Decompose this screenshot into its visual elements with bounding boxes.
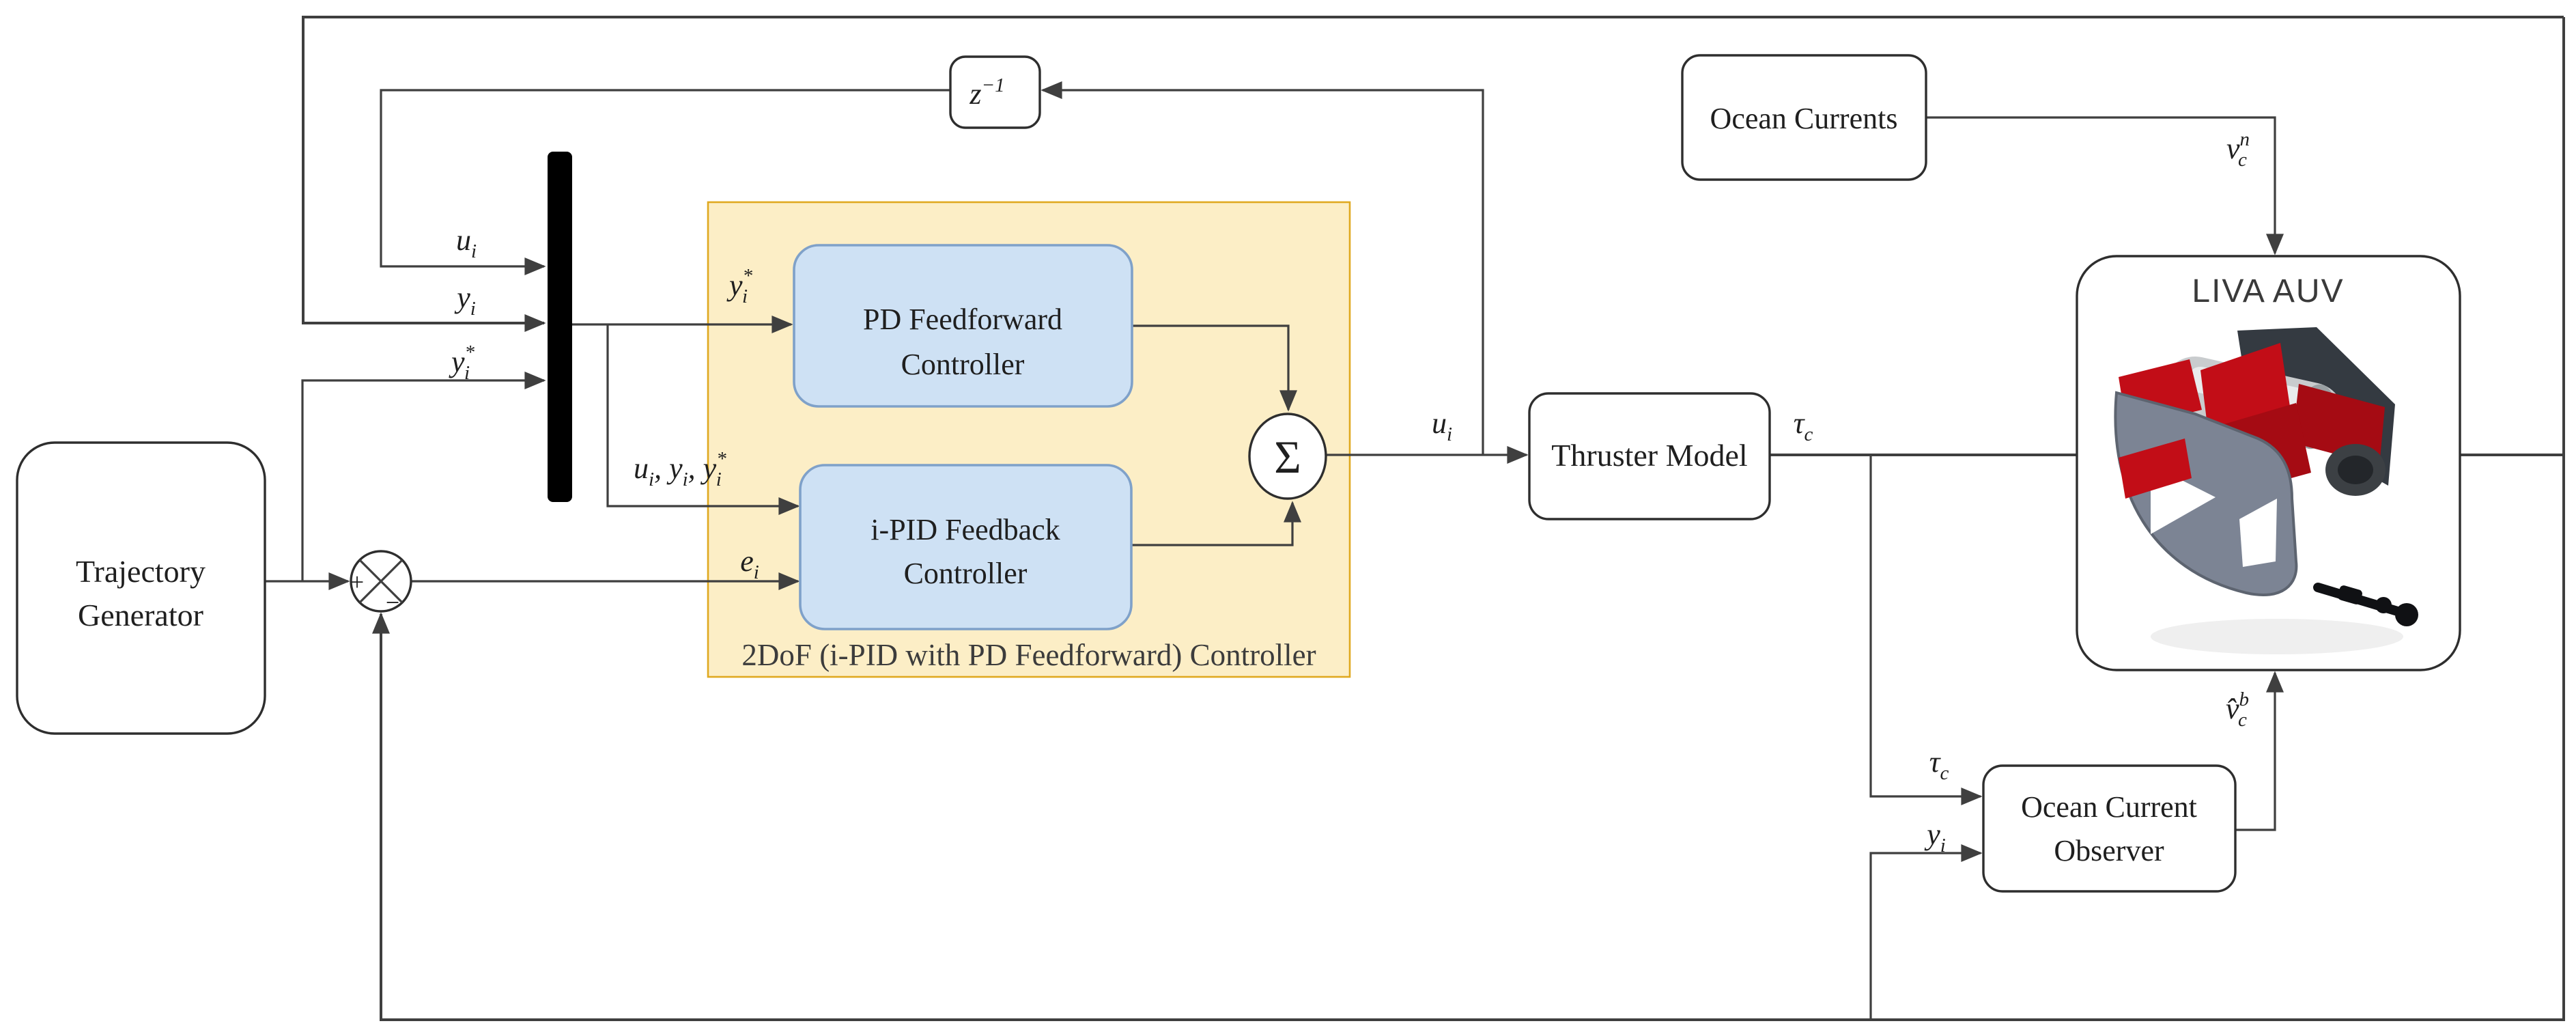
wire-delay-to-mux xyxy=(380,89,950,275)
error-junction-cross-icon xyxy=(358,559,404,604)
label-yistar-left: y*i xyxy=(449,342,475,384)
ocean-current-observer-label-2: Observer xyxy=(2054,834,2164,867)
label-ei: ei xyxy=(740,544,759,583)
wire-ui-to-delay xyxy=(1041,81,1484,455)
pd-feedforward-block xyxy=(793,244,1133,408)
auv-manipulator xyxy=(2313,583,2418,626)
wire-pdff-to-sum xyxy=(1132,324,1297,412)
wire-yi-to-observer xyxy=(1869,844,1983,1020)
wire-ipid-to-sum xyxy=(1131,501,1301,546)
wire-vhat-to-auv xyxy=(2235,671,2284,831)
ocean-currents-label: Ocean Currents xyxy=(1710,102,1898,135)
label-tauc-observer: τc xyxy=(1929,745,1949,784)
delay-label: z−1 xyxy=(969,74,1004,111)
ocean-currents-block xyxy=(1681,54,1927,181)
trajectory-generator-block xyxy=(16,441,266,735)
wire-vcn-to-auv xyxy=(1926,116,2284,255)
auv-illustration xyxy=(2114,327,2418,654)
label-yi-top: yi xyxy=(454,281,476,320)
label-bus-ui-yi-yistar: ui, yi, y*i xyxy=(634,448,726,490)
wire-tauc-to-observer xyxy=(1869,455,1983,805)
wire-bottom-feedback-yi xyxy=(372,17,2565,1021)
delay-block xyxy=(949,55,1041,129)
auv-shield-red-panel xyxy=(2119,439,2192,499)
ipid-feedback-block xyxy=(799,464,1133,630)
error-junction-plus: + xyxy=(350,568,364,596)
ipid-feedback-label-1: i-PID Feedback xyxy=(871,513,1060,546)
controller-group-caption: 2DoF (i-PID with PD Feedforward) Control… xyxy=(741,638,1316,672)
summation-symbol: Σ xyxy=(1274,431,1301,483)
label-ui-top: ui xyxy=(456,223,477,262)
ocean-current-observer-label-1: Ocean Current xyxy=(2021,790,2197,824)
summation-junction xyxy=(1248,413,1327,500)
wire-yistar-to-mux xyxy=(301,372,546,581)
thruster-model-label: Thruster Model xyxy=(1551,438,1747,473)
label-yi-observer: yi xyxy=(1924,818,1946,857)
trajectory-generator-label-2: Generator xyxy=(78,598,203,632)
thruster-model-block xyxy=(1528,392,1771,520)
wire-bus-to-ipid xyxy=(606,324,800,515)
pd-feedforward-label-2: Controller xyxy=(901,348,1025,381)
trajectory-generator-label-1: Trajectory xyxy=(76,554,206,589)
wire-top-feedback-yi xyxy=(302,16,2564,332)
label-tauc-thruster: τc xyxy=(1794,406,1813,445)
mux-bar xyxy=(548,152,572,502)
liva-auv-label: LIVA AUV xyxy=(2192,273,2344,309)
auv-front-shield xyxy=(2114,391,2298,597)
label-yistar-mux: y*i xyxy=(726,265,753,307)
pd-feedforward-label-1: PD Feedforward xyxy=(863,303,1062,336)
auv-shield-cutout-2 xyxy=(2239,499,2277,567)
ocean-current-observer-block xyxy=(1982,764,2237,893)
error-junction-minus: − xyxy=(386,589,399,616)
auv-shadow xyxy=(2151,619,2403,654)
label-ui-sum: ui xyxy=(1432,406,1452,445)
ipid-feedback-label-2: Controller xyxy=(904,557,1028,590)
